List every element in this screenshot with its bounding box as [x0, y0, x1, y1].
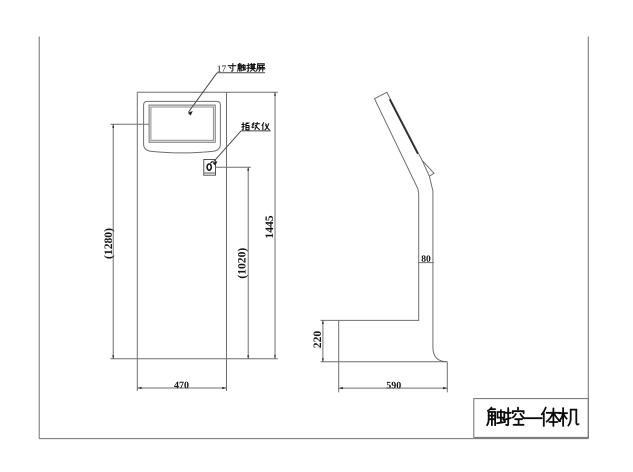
svg-text:590: 590	[386, 380, 401, 391]
svg-text:1445: 1445	[263, 215, 276, 238]
svg-text:(1020): (1020)	[236, 248, 249, 279]
svg-text:470: 470	[174, 380, 189, 391]
svg-text:17: 17	[217, 65, 227, 75]
svg-text:80: 80	[421, 254, 431, 265]
svg-text:220: 220	[311, 331, 324, 349]
svg-text:(1280): (1280)	[102, 228, 115, 259]
